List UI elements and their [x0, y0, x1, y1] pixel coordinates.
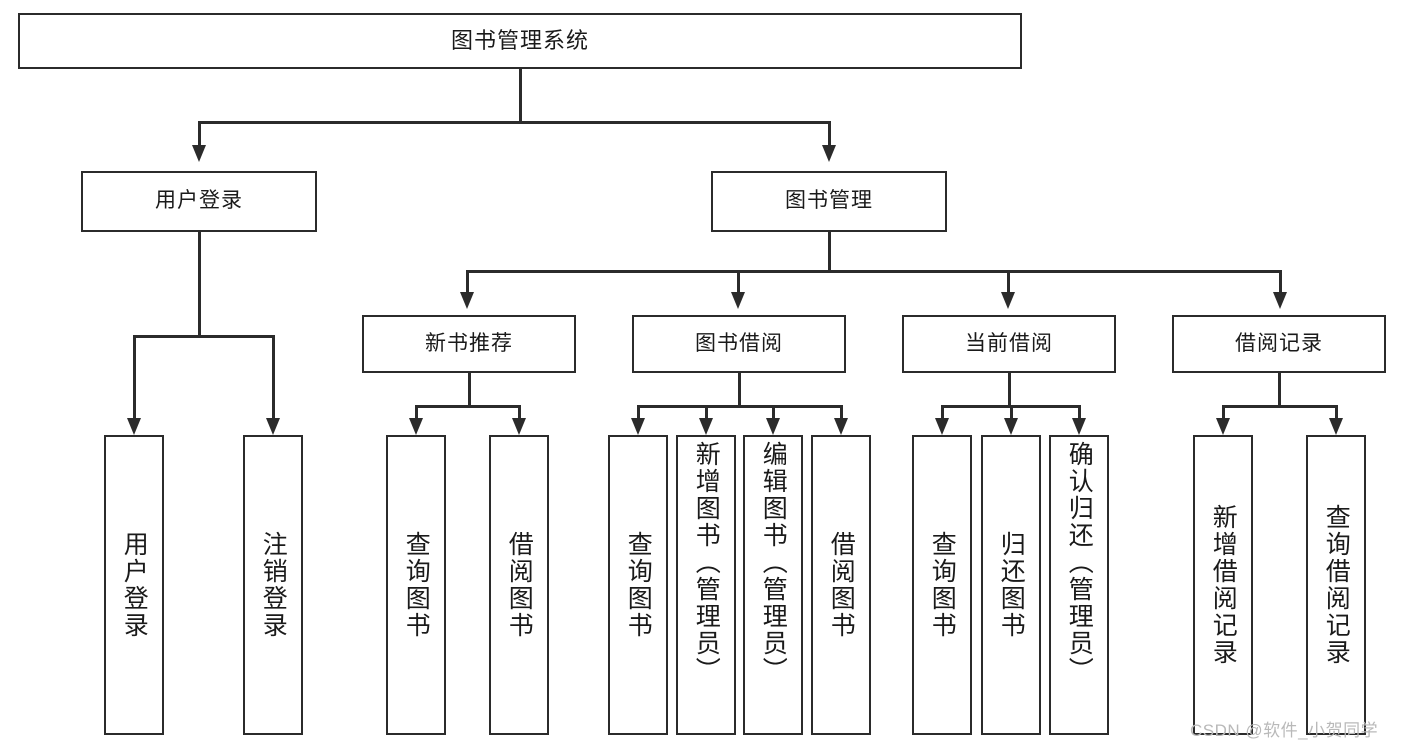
connector-new-book-c2 — [518, 405, 521, 418]
leaf-book-borrow-add[interactable]: 新增图书（管理员） — [676, 435, 736, 735]
arrow-borrow-record-c1 — [1216, 418, 1230, 435]
leaf-new-book-query[interactable]: 查询图书 — [386, 435, 446, 735]
node-book-borrow[interactable]: 图书借阅 — [632, 315, 846, 373]
leaf-label: 借阅图书 — [505, 531, 534, 639]
arrow-book-borrow-c4 — [834, 418, 848, 435]
watermark-label: CSDN @软件_小贺同学 — [1190, 721, 1379, 740]
node-label: 图书管理 — [785, 189, 873, 213]
connector-to-borrow-record — [1279, 270, 1282, 292]
leaf-label: 查询图书 — [402, 531, 431, 639]
leaf-label: 用户登录 — [120, 531, 149, 639]
arrow-book-borrow-c2 — [699, 418, 713, 435]
leaf-user-logout[interactable]: 注销登录 — [243, 435, 303, 735]
leaf-label: 确认归还（管理员） — [1065, 441, 1094, 684]
connector-borrow-record-stem — [1278, 373, 1281, 405]
connector-current-borrow-c3 — [1078, 405, 1081, 418]
arrow-book-borrow-c1 — [631, 418, 645, 435]
connector-borrow-record-bus — [1222, 405, 1337, 408]
node-borrow-record[interactable]: 借阅记录 — [1172, 315, 1386, 373]
connector-level2-bus — [198, 121, 830, 124]
node-label: 图书借阅 — [695, 331, 783, 355]
arrow-current-borrow-c1 — [935, 418, 949, 435]
connector-new-book-stem — [468, 373, 471, 405]
arrow-user-login-right — [266, 418, 280, 435]
arrow-user-login-left — [127, 418, 141, 435]
leaf-borrow-record-query[interactable]: 查询借阅记录 — [1306, 435, 1366, 735]
arrow-new-book-c2 — [512, 418, 526, 435]
node-label: 借阅记录 — [1235, 331, 1323, 355]
arrow-to-new-book — [460, 292, 474, 309]
arrow-to-book-borrow — [731, 292, 745, 309]
leaf-book-borrow-query[interactable]: 查询图书 — [608, 435, 668, 735]
connector-to-book-borrow — [737, 270, 740, 292]
leaf-label: 查询图书 — [624, 531, 653, 639]
arrow-to-book-mgmt — [822, 145, 836, 162]
leaf-label: 注销登录 — [259, 531, 288, 639]
connector-borrow-record-c1 — [1222, 405, 1225, 418]
leaf-current-borrow-return[interactable]: 归还图书 — [981, 435, 1041, 735]
connector-book-borrow-c3 — [772, 405, 775, 418]
arrow-borrow-record-c2 — [1329, 418, 1343, 435]
leaf-label: 查询借阅记录 — [1322, 504, 1351, 666]
connector-current-borrow-c1 — [941, 405, 944, 418]
connector-to-book-mgmt — [828, 121, 831, 145]
connector-user-login-bus — [133, 335, 275, 338]
node-label: 用户登录 — [155, 189, 243, 213]
node-label: 当前借阅 — [965, 331, 1053, 355]
connector-user-login-right — [272, 335, 275, 418]
connector-new-book-c1 — [415, 405, 418, 418]
connector-current-borrow-c2 — [1010, 405, 1013, 418]
arrow-to-borrow-record — [1273, 292, 1287, 309]
node-label: 新书推荐 — [425, 331, 513, 355]
connector-to-user-login — [198, 121, 201, 145]
connector-to-new-book — [466, 270, 469, 292]
leaf-book-borrow-borrow[interactable]: 借阅图书 — [811, 435, 871, 735]
leaf-current-borrow-confirm[interactable]: 确认归还（管理员） — [1049, 435, 1109, 735]
leaf-borrow-record-add[interactable]: 新增借阅记录 — [1193, 435, 1253, 735]
leaf-label: 借阅图书 — [827, 531, 856, 639]
leaf-label: 归还图书 — [997, 531, 1026, 639]
connector-current-borrow-stem — [1008, 373, 1011, 405]
leaf-label: 编辑图书（管理员） — [759, 441, 788, 684]
leaf-book-borrow-edit[interactable]: 编辑图书（管理员） — [743, 435, 803, 735]
connector-user-login-left — [133, 335, 136, 418]
connector-book-borrow-c2 — [705, 405, 708, 418]
connector-user-login-stem — [198, 232, 201, 335]
connector-root-stem — [519, 69, 522, 121]
arrow-current-borrow-c2 — [1004, 418, 1018, 435]
node-current-borrow[interactable]: 当前借阅 — [902, 315, 1116, 373]
leaf-new-book-borrow[interactable]: 借阅图书 — [489, 435, 549, 735]
arrow-book-borrow-c3 — [766, 418, 780, 435]
leaf-current-borrow-query[interactable]: 查询图书 — [912, 435, 972, 735]
leaf-label: 查询图书 — [928, 531, 957, 639]
node-new-book-recommend[interactable]: 新书推荐 — [362, 315, 576, 373]
connector-book-borrow-c4 — [840, 405, 843, 418]
leaf-user-login[interactable]: 用户登录 — [104, 435, 164, 735]
arrow-to-current-borrow — [1001, 292, 1015, 309]
connector-level3-bus — [466, 270, 1282, 273]
arrow-new-book-c1 — [409, 418, 423, 435]
connector-book-borrow-bus — [637, 405, 842, 408]
connector-new-book-bus — [415, 405, 521, 408]
leaf-label: 新增借阅记录 — [1209, 504, 1238, 666]
node-user-login[interactable]: 用户登录 — [81, 171, 317, 232]
connector-to-current-borrow — [1007, 270, 1010, 292]
arrow-to-user-login — [192, 145, 206, 162]
connector-borrow-record-c2 — [1335, 405, 1338, 418]
arrow-current-borrow-c3 — [1072, 418, 1086, 435]
connector-book-borrow-c1 — [637, 405, 640, 418]
node-label: 图书管理系统 — [450, 28, 589, 54]
node-root-system[interactable]: 图书管理系统 — [18, 13, 1022, 69]
node-book-management[interactable]: 图书管理 — [711, 171, 947, 232]
connector-book-mgmt-stem — [828, 232, 831, 270]
leaf-label: 新增图书（管理员） — [692, 441, 721, 684]
connector-book-borrow-stem — [738, 373, 741, 405]
